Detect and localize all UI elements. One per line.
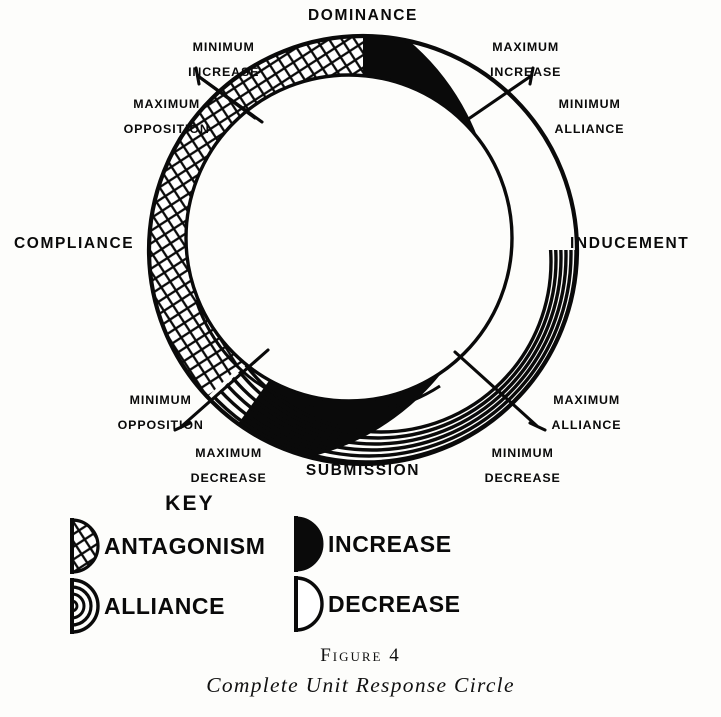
callout-maximum-opposition: MAXIMUM OPPOSITION: [88, 85, 228, 148]
figure-number: Figure 4: [320, 645, 401, 666]
key-label-increase: INCREASE: [328, 530, 452, 557]
callout-line-1: MINIMUM: [558, 96, 621, 111]
callout-line-2: ALLIANCE: [551, 417, 622, 432]
inner-circle: [184, 73, 514, 403]
inner-crescent-arc: [194, 299, 441, 414]
callout-maximum-decrease: MAXIMUM DECREASE: [150, 434, 290, 497]
key-title: KEY: [165, 492, 215, 515]
callout-line-1: MAXIMUM: [195, 445, 263, 460]
leader-maximum-opposition: [196, 74, 257, 120]
increase-key-icon: [294, 516, 324, 572]
callout-line-2: DECREASE: [190, 470, 267, 485]
antagonism-icon-slot: [60, 519, 102, 573]
callout-line-2: INCREASE: [490, 64, 562, 79]
key-entry-alliance: ALLIANCE: [60, 579, 225, 633]
alliance-icon-slot: [60, 579, 102, 633]
decrease-icon-slot: [284, 577, 326, 631]
callout-minimum-alliance: MINIMUM ALLIANCE: [511, 85, 651, 148]
callout-maximum-alliance: MAXIMUM ALLIANCE: [508, 381, 648, 444]
increase-icon-slot: [284, 517, 326, 571]
callout-line-1: MAXIMUM: [133, 96, 201, 111]
callout-line-2: OPPOSITION: [123, 121, 210, 136]
callout-minimum-decrease: MINIMUM DECREASE: [444, 434, 584, 497]
cardinal-label-inducement: INDUCEMENT: [570, 235, 690, 252]
callout-line-1: MINIMUM: [192, 39, 255, 54]
decrease-key-icon: [294, 576, 324, 632]
cardinal-label-submission: SUBMISSION: [305, 462, 421, 479]
leader-maximum-decrease: [173, 348, 270, 432]
callout-minimum-increase: MINIMUM INCREASE: [150, 28, 280, 91]
key-label-antagonism: ANTAGONISM: [104, 532, 266, 559]
cardinal-label-compliance: COMPLIANCE: [14, 235, 135, 252]
callout-line-1: MINIMUM: [491, 445, 554, 460]
callout-line-2: ALLIANCE: [554, 121, 625, 136]
leader-maximum-increase: [462, 66, 535, 124]
callout-minimum-opposition: MINIMUM OPPOSITION: [82, 381, 222, 444]
callout-line-1: MINIMUM: [129, 392, 192, 407]
key-entry-decrease: DECREASE: [284, 577, 461, 631]
figure-caption: Complete Unit Response Circle: [206, 673, 515, 697]
key-label-decrease: DECREASE: [328, 590, 461, 617]
key-label-alliance: ALLIANCE: [104, 592, 226, 619]
key-entry-antagonism: ANTAGONISM: [60, 519, 265, 573]
callout-line-2: DECREASE: [484, 470, 561, 485]
outer-circle: [146, 33, 580, 467]
alliance-key-icon: [70, 578, 100, 634]
leader-lines: [173, 66, 547, 432]
key-glyphs: [70, 516, 324, 634]
callout-maximum-increase: MAXIMUM INCREASE: [452, 28, 582, 91]
callout-line-2: OPPOSITION: [117, 417, 204, 432]
cardinal-label-dominance: DOMINANCE: [308, 7, 418, 24]
callout-line-1: MAXIMUM: [492, 39, 560, 54]
key-entry-increase: INCREASE: [284, 517, 452, 571]
callout-line-2: INCREASE: [188, 64, 260, 79]
callout-line-1: MAXIMUM: [553, 392, 621, 407]
leader-maximum-alliance: [453, 350, 547, 432]
antagonism-key-icon: [70, 518, 100, 574]
